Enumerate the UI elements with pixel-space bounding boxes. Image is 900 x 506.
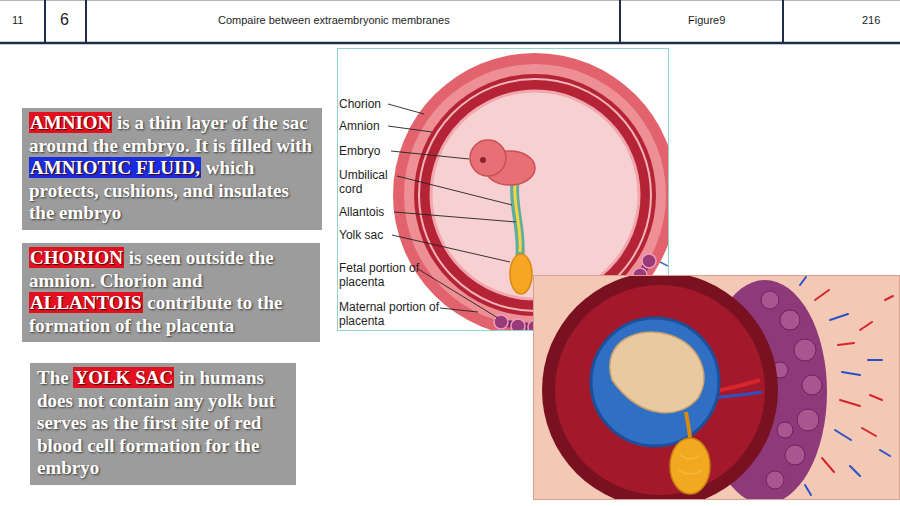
header-cell: 11 xyxy=(12,14,23,26)
part-label: Allantois xyxy=(339,205,399,219)
leader-lines xyxy=(388,104,516,318)
text-panel: The YOLK SAC in humans does not contain … xyxy=(30,363,296,485)
panel-text: The YOLK SAC in humans does not contain … xyxy=(37,367,289,480)
text-panel: AMNION is a thin layer of the sac around… xyxy=(22,108,322,230)
panel-text: CHORION is seen outside the amnion. Chor… xyxy=(29,247,313,337)
part-label: Amnion xyxy=(339,119,399,133)
part-label: Umbilical cord xyxy=(339,168,401,196)
highlight: AMNION xyxy=(29,112,112,133)
part-label: Embryo xyxy=(339,144,399,158)
header-cell: Figure9 xyxy=(688,14,725,26)
part-label: Yolk sac xyxy=(339,228,399,242)
part-label: Maternal portion of placenta xyxy=(339,300,469,328)
highlight: CHORION xyxy=(29,247,124,268)
part-label: Fetal portion of placenta xyxy=(339,261,435,289)
slide-title: Compaire between extraembryonic membrane… xyxy=(218,14,450,26)
header-cell: 216 xyxy=(862,14,880,26)
highlight: YOLK SAC xyxy=(73,367,174,388)
highlight: AMNIOTIC FLUID, xyxy=(29,157,201,178)
text-panel: CHORION is seen outside the amnion. Chor… xyxy=(22,243,320,342)
header-cell: 6 xyxy=(60,11,69,29)
panel-text: AMNION is a thin layer of the sac around… xyxy=(29,112,315,225)
part-label: Chorion xyxy=(339,97,399,111)
highlight: ALLANTOIS xyxy=(29,292,143,313)
